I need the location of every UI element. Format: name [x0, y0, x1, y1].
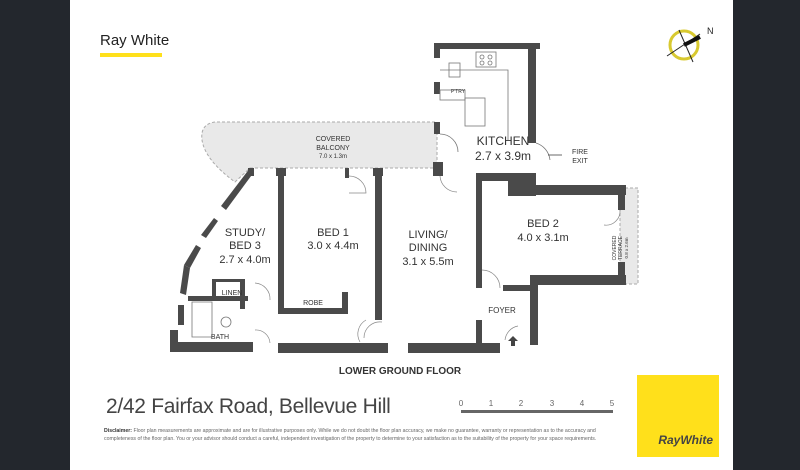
ray-white-logo: RayWhite [637, 375, 719, 457]
kitchen-label: KITCHEN [477, 134, 530, 148]
terrace-size: 0.8 x 2.6m [624, 237, 629, 258]
terrace-label-2: TERRACE [618, 235, 624, 260]
entry-arrow-icon [511, 340, 515, 346]
scale-tick: 1 [489, 399, 494, 408]
balcony-label-2: BALCONY [316, 145, 350, 152]
walls [170, 43, 626, 353]
living-label: LIVING/ [408, 229, 448, 241]
door-swings [254, 175, 621, 344]
study-label-2: BED 3 [229, 240, 261, 252]
robe-label: ROBE [303, 300, 323, 307]
bed1-size: 3.0 x 4.4m [307, 240, 358, 252]
balcony-label: COVERED [316, 136, 351, 143]
living-size: 3.1 x 5.5m [402, 256, 453, 268]
pantry-label: P'TRY [451, 89, 466, 95]
scale-bar: 0 1 2 3 4 5 [459, 399, 615, 413]
disclaimer-label: Disclaimer: [104, 428, 132, 434]
kitchen-fittings [191, 51, 551, 338]
bathtub-icon [191, 301, 213, 338]
scale-tick: 5 [610, 399, 615, 408]
brand-underline [100, 53, 162, 57]
scale-tick: 2 [519, 399, 524, 408]
study-size: 2.7 x 4.0m [219, 254, 270, 266]
bed1-label: BED 1 [317, 227, 349, 239]
bed2-label: BED 2 [527, 218, 559, 230]
terrace-label: COVERED [612, 235, 618, 260]
bed2-size: 4.0 x 3.1m [517, 232, 568, 244]
disclaimer-text: Floor plan measurements are approximate … [104, 428, 597, 442]
north-label: N [707, 26, 714, 36]
brand-name: Ray White [100, 32, 170, 49]
compass-icon: N [666, 26, 714, 63]
property-address: 2/42 Fairfax Road, Bellevue Hill [106, 395, 391, 418]
floor-label: LOWER GROUND FLOOR [339, 366, 462, 377]
living-label-2: DINING [409, 242, 448, 254]
disclaimer: Disclaimer: Floor plan measurements are … [104, 427, 629, 443]
scale-tick: 0 [459, 399, 464, 408]
foyer-label: FOYER [488, 306, 516, 315]
bath-label: BATH [211, 334, 229, 341]
kitchen-size: 2.7 x 3.9m [475, 149, 531, 163]
study-label: STUDY/ [225, 227, 266, 239]
fire-exit-label: FIRE [572, 149, 588, 156]
logo-text: RayWhite [658, 433, 713, 447]
toilet-icon [220, 316, 232, 328]
covered-terrace [619, 187, 639, 285]
scale-tick: 4 [580, 399, 585, 408]
fire-exit-label-2: EXIT [572, 158, 588, 165]
linen-label: LINEN [222, 290, 243, 297]
balcony-size: 7.0 x 1.3m [319, 154, 347, 160]
scale-tick: 3 [550, 399, 555, 408]
covered-balcony [201, 121, 438, 183]
